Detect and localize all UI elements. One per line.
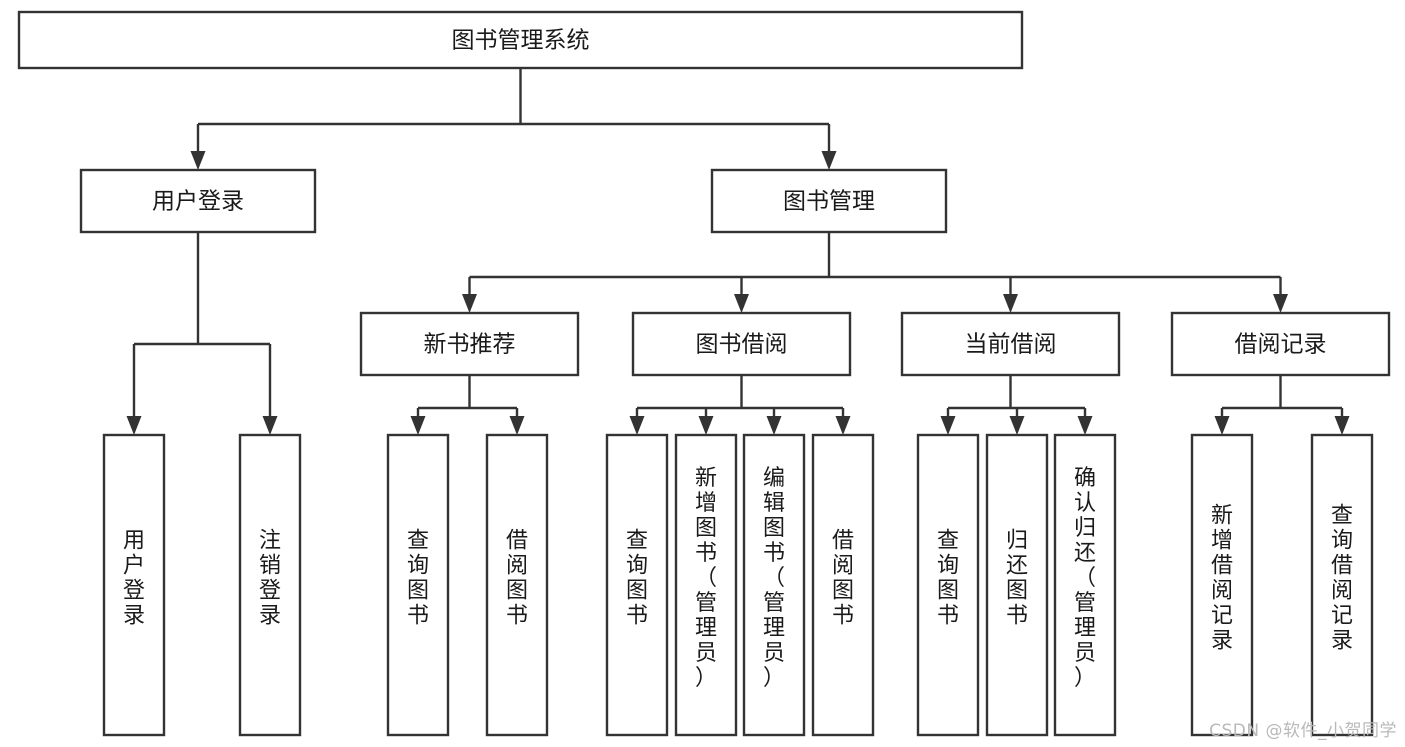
node-图书借阅[interactable]: 图书借阅 <box>631 311 852 377</box>
node-label-借阅图书: 借阅图书 <box>506 529 528 629</box>
node-box-新书推荐[interactable] <box>359 311 580 377</box>
node-label-借阅图书: 借阅图书 <box>832 529 854 629</box>
node-查询图书[interactable]: 查询图书 <box>916 433 980 737</box>
node-借阅图书[interactable]: 借阅图书 <box>811 433 875 737</box>
arrow-head-icon <box>509 416 525 435</box>
arrow-head-icon <box>410 416 426 435</box>
node-label-当前借阅: 当前借阅 <box>965 332 1057 358</box>
node-新增图书管理员[interactable]: 新增图书（管理员） <box>674 433 738 737</box>
node-label-新书推荐: 新书推荐 <box>424 332 516 358</box>
arrow-head-icon <box>1003 294 1018 313</box>
node-label-注销登录: 注销登录 <box>259 529 281 629</box>
node-查询借阅记录[interactable]: 查询借阅记录 <box>1310 433 1374 737</box>
arrow-head-icon <box>462 294 477 313</box>
arrow-head-icon <box>940 416 956 435</box>
node-用户登录[interactable]: 用户登录 <box>79 168 317 234</box>
arrow-head-icon <box>629 416 645 435</box>
arrow-head-icon <box>1273 294 1288 313</box>
node-box-用户登录[interactable] <box>79 168 317 234</box>
arrow-head-icon <box>766 416 782 435</box>
node-box-图书借阅[interactable] <box>631 311 852 377</box>
arrow-head-icon <box>698 416 714 435</box>
arrow-head-icon <box>1214 416 1230 435</box>
node-查询图书[interactable]: 查询图书 <box>386 433 450 737</box>
node-layer: 图书管理系统用户登录用户登录注销登录图书管理新书推荐查询图书借阅图书图书借阅查询… <box>17 10 1391 737</box>
arrow-head-icon <box>1334 416 1350 435</box>
node-box-新增借阅记录[interactable] <box>1190 433 1254 737</box>
node-box-新增图书管理员[interactable] <box>674 433 738 737</box>
arrow-head-icon <box>1009 416 1025 435</box>
watermark-label: CSDN @软件_小贺同学 <box>1209 721 1397 741</box>
node-box-注销登录[interactable] <box>238 433 302 737</box>
node-label-新增借阅记录: 新增借阅记录 <box>1211 504 1233 654</box>
node-label-查询图书: 查询图书 <box>937 529 959 629</box>
node-box-查询借阅记录[interactable] <box>1310 433 1374 737</box>
node-归还图书[interactable]: 归还图书 <box>985 433 1049 737</box>
node-label-用户登录: 用户登录 <box>123 529 145 629</box>
node-box-确认归还管理员[interactable] <box>1053 433 1117 737</box>
arrow-head-icon <box>835 416 851 435</box>
node-label-查询借阅记录: 查询借阅记录 <box>1331 504 1353 654</box>
node-label-归还图书: 归还图书 <box>1006 529 1028 629</box>
node-box-借阅记录[interactable] <box>1170 311 1391 377</box>
node-box-查询图书[interactable] <box>386 433 450 737</box>
node-box-查询图书[interactable] <box>916 433 980 737</box>
arrow-head-icon <box>821 151 837 170</box>
node-box-用户登录[interactable] <box>102 433 166 737</box>
node-label-查询图书: 查询图书 <box>407 529 429 629</box>
node-box-编辑图书管理员[interactable] <box>742 433 806 737</box>
node-box-借阅图书[interactable] <box>811 433 875 737</box>
node-label-编辑图书管理员: 编辑图书（管理员） <box>763 466 785 691</box>
node-label-确认归还管理员: 确认归还（管理员） <box>1074 466 1096 691</box>
arrow-head-icon <box>262 416 278 435</box>
node-label-图书管理: 图书管理 <box>783 189 875 215</box>
node-用户登录[interactable]: 用户登录 <box>102 433 166 737</box>
node-label-图书借阅: 图书借阅 <box>696 332 788 358</box>
node-编辑图书管理员[interactable]: 编辑图书（管理员） <box>742 433 806 737</box>
node-box-归还图书[interactable] <box>985 433 1049 737</box>
node-label-用户登录: 用户登录 <box>152 189 244 215</box>
node-label-新增图书管理员: 新增图书（管理员） <box>695 466 717 691</box>
node-box-图书管理[interactable] <box>710 168 948 234</box>
node-box-图书管理系统[interactable] <box>17 10 1024 70</box>
node-注销登录[interactable]: 注销登录 <box>238 433 302 737</box>
node-label-查询图书: 查询图书 <box>626 529 648 629</box>
node-图书管理系统[interactable]: 图书管理系统 <box>17 10 1024 70</box>
node-当前借阅[interactable]: 当前借阅 <box>900 311 1121 377</box>
node-box-借阅图书[interactable] <box>485 433 549 737</box>
connector-layer <box>126 68 1350 435</box>
node-box-查询图书[interactable] <box>605 433 669 737</box>
node-借阅记录[interactable]: 借阅记录 <box>1170 311 1391 377</box>
arrow-head-icon <box>1077 416 1093 435</box>
node-新增借阅记录[interactable]: 新增借阅记录 <box>1190 433 1254 737</box>
node-box-当前借阅[interactable] <box>900 311 1121 377</box>
node-借阅图书[interactable]: 借阅图书 <box>485 433 549 737</box>
node-新书推荐[interactable]: 新书推荐 <box>359 311 580 377</box>
arrow-head-icon <box>126 416 142 435</box>
node-查询图书[interactable]: 查询图书 <box>605 433 669 737</box>
arrow-head-icon <box>734 294 749 313</box>
node-label-图书管理系统: 图书管理系统 <box>452 28 590 54</box>
node-label-借阅记录: 借阅记录 <box>1235 332 1327 358</box>
arrow-head-icon <box>190 151 206 170</box>
node-确认归还管理员[interactable]: 确认归还（管理员） <box>1053 433 1117 737</box>
node-图书管理[interactable]: 图书管理 <box>710 168 948 234</box>
